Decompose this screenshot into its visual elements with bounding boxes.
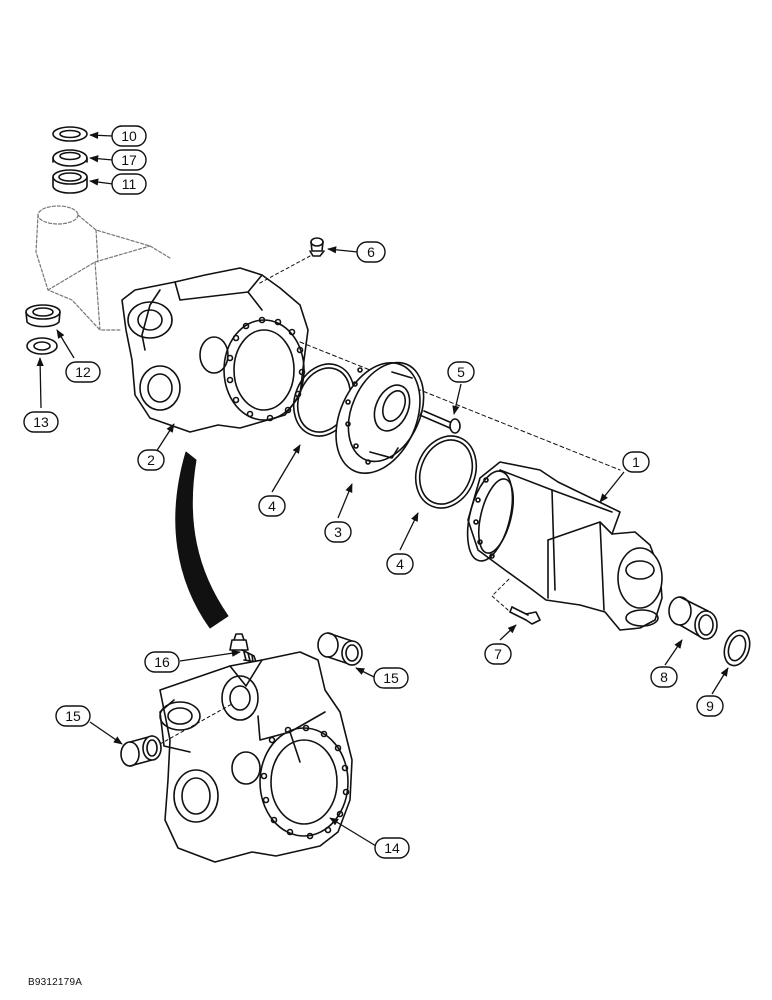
callout-4b[interactable]: 4 xyxy=(386,553,414,575)
leader-4b xyxy=(399,512,419,551)
pivot-housing-14 xyxy=(159,651,353,863)
grease-fitting-16 xyxy=(229,633,257,663)
callout-6[interactable]: 6 xyxy=(356,241,386,263)
leader-14 xyxy=(329,817,377,847)
leader-10 xyxy=(89,131,114,139)
plug-6 xyxy=(309,237,325,257)
callout-label: 3 xyxy=(334,524,342,540)
callout-5[interactable]: 5 xyxy=(447,361,475,383)
bolt-7 xyxy=(509,606,541,625)
leader-15-bottom xyxy=(89,721,123,745)
bushing-15-bottom xyxy=(120,735,162,767)
bushing-11 xyxy=(52,169,88,194)
callout-label: 7 xyxy=(494,646,502,662)
callout-label: 4 xyxy=(268,498,276,514)
washer-17 xyxy=(52,149,88,167)
leader-17 xyxy=(89,155,114,163)
callout-label: 13 xyxy=(33,414,49,430)
callout-1[interactable]: 1 xyxy=(622,451,650,473)
callout-label: 6 xyxy=(367,244,375,260)
callout-15-bottom[interactable]: 15 xyxy=(55,705,91,727)
leader-9 xyxy=(711,667,729,695)
callout-13[interactable]: 13 xyxy=(23,411,59,433)
callout-label: 8 xyxy=(660,669,668,685)
callout-4a[interactable]: 4 xyxy=(258,495,286,517)
callout-2[interactable]: 2 xyxy=(137,449,165,471)
leader-6 xyxy=(327,246,359,254)
callout-12[interactable]: 12 xyxy=(65,361,101,383)
washer-10 xyxy=(52,126,88,142)
leader-2 xyxy=(155,423,175,453)
callout-label: 1 xyxy=(632,454,640,470)
callout-label: 16 xyxy=(154,654,170,670)
leader-1 xyxy=(599,471,625,503)
o-ring-4-right xyxy=(414,435,478,509)
axle-housing-ghost xyxy=(35,205,171,331)
callout-9[interactable]: 9 xyxy=(696,695,724,717)
bolt-5 xyxy=(419,410,461,434)
leader-15-top xyxy=(355,667,377,679)
leader-7 xyxy=(499,624,517,641)
leader-13 xyxy=(36,357,44,409)
callout-11[interactable]: 11 xyxy=(111,173,147,195)
callout-label: 17 xyxy=(121,152,137,168)
leader-8 xyxy=(664,639,683,666)
carrier-plate-3 xyxy=(335,361,425,474)
callout-17[interactable]: 17 xyxy=(111,149,147,171)
drawing-reference-code: B9312179A xyxy=(28,977,83,988)
leader-3 xyxy=(337,483,353,519)
leader-5 xyxy=(452,383,462,415)
leader-4a xyxy=(271,444,301,493)
callout-label: 11 xyxy=(122,176,137,192)
pivot-housing-2 xyxy=(121,267,309,433)
callout-3[interactable]: 3 xyxy=(324,521,352,543)
callout-group: 10 17 11 6 12 13 2 5 4 3 4 1 7 8 9 16 15… xyxy=(23,125,724,859)
curved-replacement-arrow xyxy=(175,451,229,629)
callout-label: 12 xyxy=(75,364,91,380)
leader-11 xyxy=(89,178,114,186)
leader-16 xyxy=(179,649,241,662)
callout-label: 15 xyxy=(383,670,399,686)
callout-label: 2 xyxy=(147,452,155,468)
callout-label: 15 xyxy=(65,708,81,724)
callout-label: 4 xyxy=(396,556,404,572)
bushing-12 xyxy=(25,304,61,328)
bushing-8 xyxy=(668,596,718,640)
callout-label: 10 xyxy=(121,128,137,144)
callout-label: 5 xyxy=(457,364,465,380)
callout-8[interactable]: 8 xyxy=(650,666,678,688)
axle-housing-1 xyxy=(466,461,663,631)
callout-16[interactable]: 16 xyxy=(144,651,180,673)
seal-9 xyxy=(723,629,751,667)
callout-label: 14 xyxy=(384,840,400,856)
callout-7[interactable]: 7 xyxy=(484,643,512,665)
callout-10[interactable]: 10 xyxy=(111,125,147,147)
callout-label: 9 xyxy=(706,698,714,714)
callout-15-top[interactable]: 15 xyxy=(373,667,409,689)
callout-14[interactable]: 14 xyxy=(374,837,410,859)
washer-13 xyxy=(26,337,58,355)
leader-12 xyxy=(56,329,75,359)
bushing-15-top xyxy=(317,632,363,666)
